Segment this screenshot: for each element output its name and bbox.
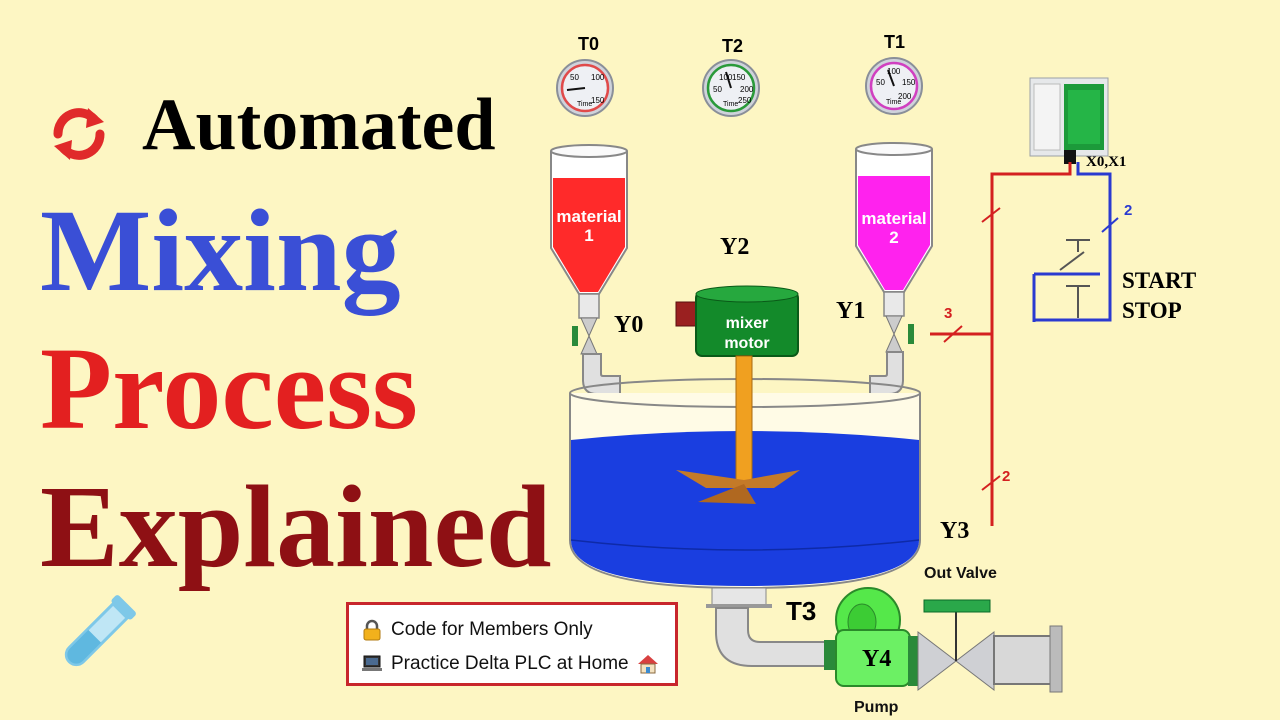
hopper-2-label-line1: material: [861, 209, 927, 228]
motor-label-line1: mixer: [725, 315, 769, 332]
gauge-t1-unit: Time: [886, 99, 902, 106]
hopper-1-label-line1: material: [556, 207, 622, 226]
gauge-t1-tick: 150: [902, 78, 916, 87]
gauge-t0-tick: 100: [591, 73, 605, 82]
title-explained: Explained: [40, 461, 552, 592]
gauge-t2-tick: 150: [732, 73, 746, 82]
signal-y3: Y3: [940, 518, 970, 544]
gauge-t1: [865, 57, 923, 115]
motor-label-line2: motor: [724, 335, 770, 352]
gauge-t0: [556, 59, 614, 117]
gauge-label-t1: T1: [884, 32, 906, 52]
signal-y4: Y4: [862, 646, 892, 672]
gauge-t1-tick: 100: [887, 67, 901, 76]
lock-icon: [363, 619, 381, 641]
title-automated: Automated: [142, 84, 496, 166]
info-code-text: Code for Members Only: [391, 619, 593, 640]
gauge-t2-tick: 200: [740, 85, 754, 94]
hopper-2-label-line2: 2: [889, 228, 899, 247]
start-label: START: [1122, 268, 1197, 293]
out-valve-label: Out Valve: [924, 565, 997, 582]
hopper-material-1: [550, 144, 628, 395]
signal-y1: Y1: [836, 298, 866, 324]
gauge-t2-tick: 250: [738, 96, 752, 105]
outlet-assembly: [706, 587, 1063, 693]
plc-controller: [1029, 77, 1109, 164]
signal-y0: Y0: [614, 312, 644, 338]
pump-label: Pump: [854, 699, 899, 716]
gauge-t2: [702, 59, 760, 117]
test-tube-icon: [64, 595, 136, 667]
gauge-t0-tick: 150: [591, 96, 605, 105]
gauge-t0-tick: 50: [570, 73, 579, 82]
info-row-practice: Practice Delta PLC at Home: [361, 653, 659, 675]
gauge-t2-tick: 50: [713, 85, 722, 94]
hopper-2-label: material 2: [856, 209, 932, 247]
title-mixing: Mixing: [40, 185, 401, 316]
wire-count-bottom: 2: [1002, 468, 1011, 485]
stop-label: STOP: [1122, 298, 1182, 323]
motor-label: mixer motor: [696, 314, 798, 354]
gauge-t1-tick: 200: [898, 92, 912, 101]
gauge-label-t0: T0: [578, 34, 600, 54]
wire-count-mid: 3: [944, 305, 953, 322]
refresh-icon: [53, 108, 105, 160]
gauge-label-t2: T2: [722, 36, 744, 56]
signal-t3: T3: [786, 596, 817, 626]
gauge-t1-tick: 50: [876, 78, 885, 87]
plc-wiring: [930, 162, 1119, 526]
wire-count-top: 2: [1124, 202, 1133, 219]
info-practice-text: Practice Delta PLC at Home: [391, 653, 629, 674]
hopper-1-label: material 1: [551, 207, 627, 245]
title-process: Process: [40, 323, 418, 454]
laptop-icon: [362, 655, 382, 671]
plc-inputs-label: X0,X1: [1086, 154, 1127, 170]
gauge-t2-tick: 100: [719, 73, 733, 82]
info-row-code: Code for Members Only: [361, 619, 593, 641]
hopper-1-label-line2: 1: [584, 226, 594, 245]
house-icon: [637, 655, 658, 674]
gauge-t2-unit: Time: [723, 101, 739, 108]
signal-y2: Y2: [720, 234, 750, 260]
mixer-motor: [675, 285, 800, 504]
hopper-material-2: [855, 142, 933, 395]
members-info-box: Code for Members Only Practice Delta PLC…: [346, 602, 678, 686]
gauge-t0-unit: Time: [577, 101, 593, 108]
